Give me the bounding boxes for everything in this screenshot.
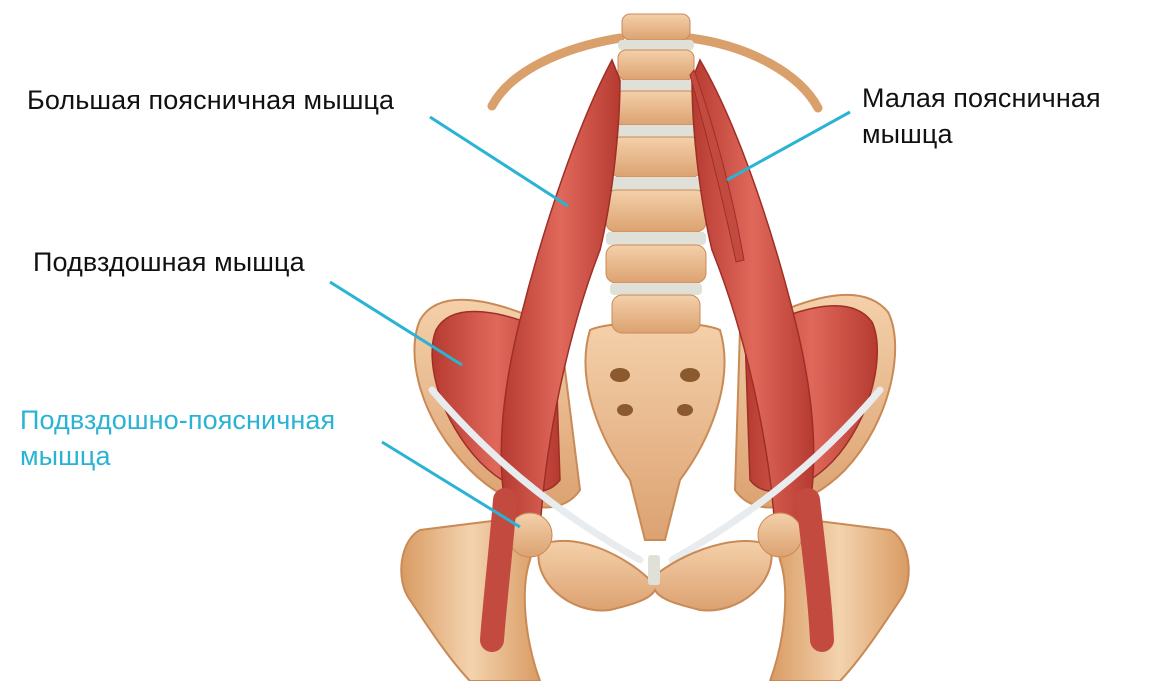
label-psoas-minor-line-1: Малая поясничная [862,80,1101,116]
vertebra [606,190,706,232]
lumbar-spine [606,14,706,333]
right-iliopsoas-tendon [808,500,822,640]
label-psoas-major-line-1: Большая поясничная мышца [27,82,394,118]
label-iliacus: Подвздошная мышца [33,244,305,280]
intervertebral-disc [610,125,702,137]
intervertebral-disc [610,283,702,295]
label-psoas-minor: Малая поясничная мышца [862,80,1101,152]
sacral-foramen [677,404,693,416]
vertebra [612,295,700,333]
vertebra [606,245,706,283]
pointer-line-psoas-major [430,117,568,206]
vertebra [610,137,702,177]
intervertebral-disc [614,80,698,91]
sacral-foramen [617,404,633,416]
label-iliopsoas: Подвздошно-поясничная мышца [20,402,335,474]
intervertebral-disc [606,177,706,190]
pubic-symphysis [648,555,660,585]
label-iliopsoas-line-1: Подвздошно-поясничная [20,402,335,438]
left-iliopsoas-tendon [492,500,505,640]
pointer-line-psoas-minor [727,112,850,180]
label-iliopsoas-line-2: мышца [20,438,335,474]
sacral-foramen [610,368,630,382]
vertebra [618,50,694,80]
label-psoas-major: Большая поясничная мышца [27,82,394,118]
vertebra [614,91,698,125]
label-iliacus-line-1: Подвздошная мышца [33,244,305,280]
sacral-foramen [680,368,700,382]
label-psoas-minor-line-2: мышца [862,116,1101,152]
intervertebral-disc [606,232,706,245]
sacrum [586,323,725,541]
right-femoral-head [758,513,802,557]
vertebra [622,14,690,40]
intervertebral-disc [618,40,694,50]
